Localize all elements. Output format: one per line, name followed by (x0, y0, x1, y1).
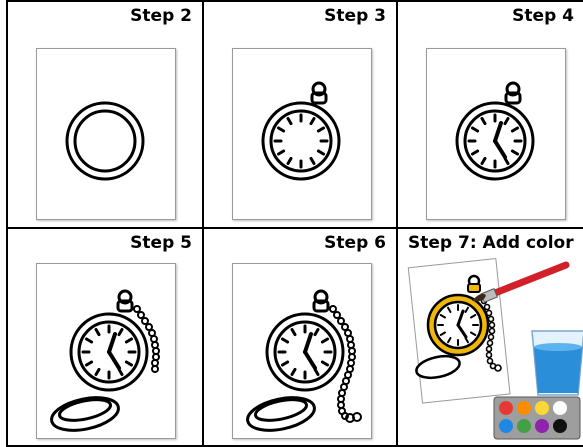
step-6-paper (232, 263, 372, 439)
water-cup-icon (532, 331, 583, 395)
step-3-drawing (233, 49, 373, 221)
step-6-drawing (233, 264, 373, 440)
step-3-paper (232, 48, 372, 220)
step-5-label: Step 5 (130, 233, 192, 253)
step-5-paper (36, 263, 176, 439)
step-2-paper (36, 48, 176, 220)
step-2-panel: Step 2 (6, 0, 204, 229)
step-6-panel: Step 6 (202, 227, 398, 447)
step-5-panel: Step 5 (6, 227, 204, 447)
step-7-panel: Step 7: Add color (396, 227, 583, 447)
step-5-drawing (37, 264, 177, 440)
step-4-panel: Step 4 (396, 0, 583, 229)
step-3-panel: Step 3 (202, 0, 398, 229)
step-6-label: Step 6 (324, 233, 386, 253)
step-2-label: Step 2 (130, 6, 192, 26)
step-3-label: Step 3 (324, 6, 386, 26)
step-4-label: Step 4 (512, 6, 574, 26)
paint-palette-icon (494, 397, 580, 439)
step-4-drawing (427, 49, 567, 221)
step-4-paper (426, 48, 566, 220)
step-2-drawing (37, 49, 177, 221)
step-7-drawing (398, 229, 583, 445)
